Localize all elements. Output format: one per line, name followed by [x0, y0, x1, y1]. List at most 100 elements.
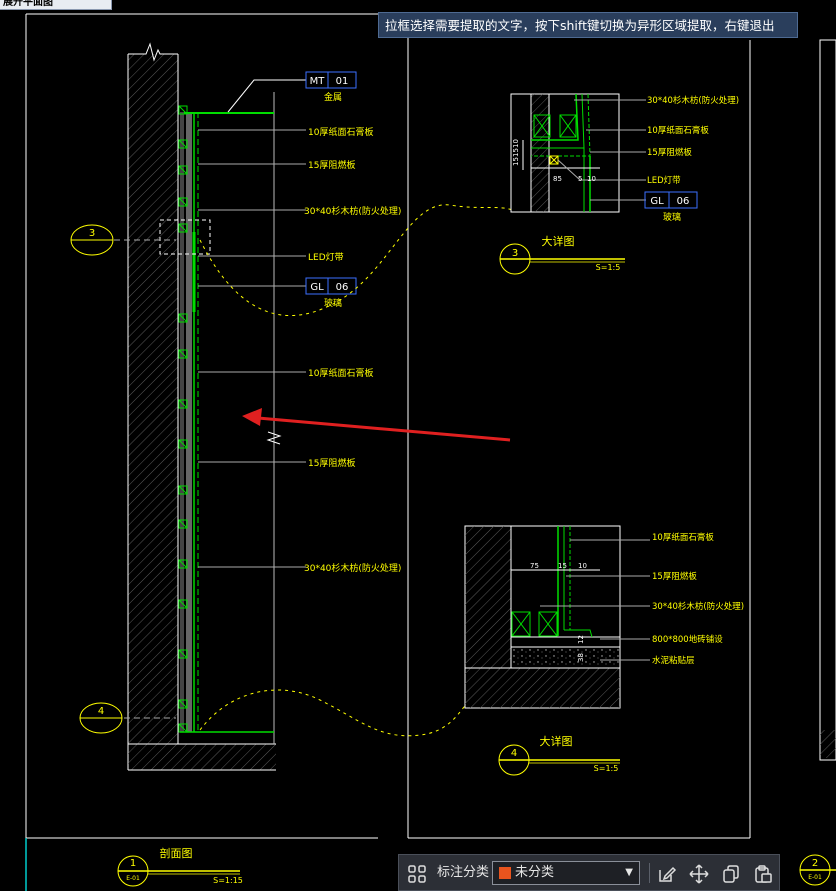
d3-dim: 5: [578, 175, 582, 183]
d3-num: 3: [512, 248, 518, 259]
d4-dim: 15: [558, 562, 567, 570]
furring-block-cross: [178, 559, 188, 569]
furring-block: [178, 197, 188, 207]
tag-mt01[interactable]: MT 01 金属: [305, 71, 357, 103]
furring-block: [178, 165, 188, 175]
furring-block-cross: [178, 519, 188, 529]
label-wood-2: 30*40杉木枋(防火处理): [304, 562, 401, 574]
furring-block-cross: [178, 439, 188, 449]
d3-label-gypsum: 10厚纸面石膏板: [647, 125, 709, 136]
section-symbol-num: 1: [130, 858, 136, 869]
furring-block-cross: [178, 649, 188, 659]
tag-material: 金属: [324, 91, 342, 103]
tag-num: 01: [336, 76, 349, 87]
furring-block-cross: [178, 197, 188, 207]
d4-num: 4: [511, 748, 517, 759]
callout-num: 4: [98, 706, 104, 717]
callout-3[interactable]: 3: [70, 224, 114, 256]
furring-block-cross: [178, 599, 188, 609]
drawing-tab[interactable]: 展开平面图: [0, 0, 112, 10]
d3-label-wood: 30*40杉木枋(防火处理): [647, 95, 739, 106]
d3-dim: 15: [512, 148, 520, 157]
furring-block: [178, 699, 188, 709]
furring-block: [178, 349, 188, 359]
leader-lines-left: [114, 79, 306, 719]
label-wood-1: 30*40杉木枋(防火处理): [304, 205, 401, 217]
move-icon[interactable]: [689, 864, 709, 884]
label-board-1: 15厚阻燃板: [308, 159, 355, 171]
tag-code: MT: [310, 76, 326, 87]
toolbar-divider: [649, 863, 650, 883]
detail-4-title-block: 4 大详图 S=1:5: [498, 734, 620, 776]
d3-dim: 10: [512, 139, 520, 148]
furring-block-cross: [178, 165, 188, 175]
label-led: LED灯带: [308, 252, 344, 263]
furring-block: [178, 559, 188, 569]
detail-4-dims: 75 15 10 12 38: [530, 562, 587, 662]
label-gypsum-1: 10厚纸面石膏板: [308, 126, 373, 138]
furring-block-cross: [178, 223, 188, 233]
d4-label-mortar: 水泥粘贴层: [652, 655, 695, 666]
d4-label-tile: 800*800地砖铺设: [652, 634, 723, 645]
callout-4[interactable]: 4: [79, 702, 123, 734]
tag-num: 06: [336, 282, 349, 293]
grid-icon[interactable]: [407, 864, 427, 884]
detail-3-tag[interactable]: GL 06 玻璃: [644, 191, 698, 223]
red-arrow: [242, 408, 511, 442]
edit-icon[interactable]: [657, 864, 677, 884]
furring-block: [178, 519, 188, 529]
tag-code: GL: [650, 196, 664, 207]
d3-dim: 15: [512, 157, 520, 166]
detail-3-drawing: [510, 93, 620, 213]
detail-3-title-block: 3 大详图 S=1:5: [499, 234, 625, 275]
furring-block-cross: [178, 485, 188, 495]
d3-dim: 85: [553, 175, 562, 183]
section-title: 剖面图: [160, 846, 193, 860]
furring-block: [178, 485, 188, 495]
furring-block: [178, 223, 188, 233]
tag-num: 06: [677, 196, 690, 207]
d4-title: 大详图: [540, 734, 573, 748]
furring-block-cross: [178, 699, 188, 709]
section-symbol-ref: E-01: [126, 875, 140, 882]
wavy-connector-3: [199, 204, 513, 317]
tag-gl06[interactable]: GL 06 玻璃: [305, 277, 357, 309]
detail-3-leaders: [557, 99, 646, 201]
extraction-hint-tooltip: 拉框选择需要提取的文字，按下shift键切换为异形区域提取，右键退出: [378, 12, 798, 38]
category-color-swatch: [499, 867, 511, 879]
paste-icon[interactable]: [753, 864, 773, 884]
label-gypsum-2: 10厚纸面石膏板: [308, 367, 373, 379]
furring-block-cross: [178, 399, 188, 409]
right-symbol-num: 2: [812, 858, 818, 869]
tag-material: 玻璃: [663, 211, 681, 223]
section-labels: 10厚纸面石膏板 15厚阻燃板 30*40杉木枋(防火处理) LED灯带 10厚…: [304, 126, 401, 574]
right-sheet-edge: [819, 39, 836, 761]
section-title-block: 1 E-01 剖面图 S=1:15: [117, 846, 243, 887]
furring-block: [178, 399, 188, 409]
annotation-toolbar: 标注分类 未分类 ▼: [398, 854, 780, 891]
section-scale: S=1:15: [213, 876, 243, 885]
right-sheet-symbol: 2 E-01: [799, 854, 836, 886]
category-select[interactable]: 未分类 ▼: [492, 861, 640, 885]
wavy-connector-4: [199, 689, 467, 737]
d4-label-wood: 30*40杉木枋(防火处理): [652, 601, 744, 612]
copy-icon[interactable]: [721, 864, 741, 884]
section-layers: [159, 112, 274, 733]
d3-scale: S=1:5: [596, 263, 621, 272]
d3-label-board: 15厚阻燃板: [647, 147, 692, 158]
d4-dim: 12: [577, 635, 585, 644]
furring-block: [178, 139, 188, 149]
tag-code: GL: [310, 282, 324, 293]
d3-title: 大详图: [542, 234, 575, 248]
category-value: 未分类: [515, 865, 555, 880]
furring-block-cross: [178, 349, 188, 359]
sheet-frame: [25, 13, 751, 891]
section-blocks: [178, 105, 188, 733]
furring-block: [178, 439, 188, 449]
furring-block: [178, 105, 188, 115]
furring-block: [178, 723, 188, 733]
section-wall: [127, 42, 282, 771]
d4-label-gypsum: 10厚纸面石膏板: [652, 532, 714, 543]
d4-label-board: 15厚阻燃板: [652, 571, 697, 582]
